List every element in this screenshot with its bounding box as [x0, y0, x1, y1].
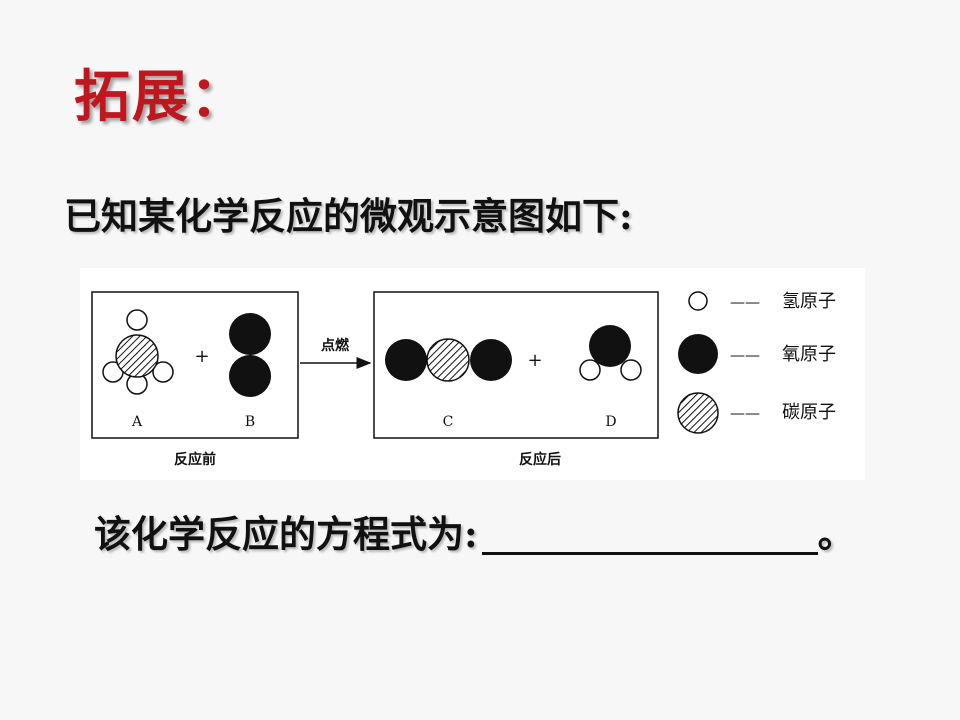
- molecule-a: [102, 309, 174, 395]
- plus-sign-after: +: [527, 350, 542, 371]
- molecule-b: [229, 313, 271, 397]
- oxygen-atom: [229, 313, 271, 355]
- reaction-diagram-svg: A + B 反应前 点燃 C + D 反应后: [80, 268, 865, 480]
- oxygen-atom: [385, 339, 427, 381]
- carbon-atom: [115, 334, 159, 378]
- intro-text: 已知某化学反应的微观示意图如下:: [64, 194, 633, 238]
- plus-sign-before: +: [194, 346, 209, 367]
- legend-dash: ——: [730, 404, 760, 422]
- slide-title: 拓展：: [74, 64, 248, 130]
- legend-dash: ——: [730, 293, 760, 311]
- molecule-d-label: D: [605, 414, 616, 430]
- oxygen-atom: [470, 339, 512, 381]
- question-line: 该化学反应的方程式为: 。: [94, 504, 855, 558]
- molecule-d: [579, 325, 642, 381]
- question-prompt: 该化学反应的方程式为:: [94, 512, 478, 556]
- molecule-c: [385, 338, 512, 382]
- after-label: 反应后: [519, 451, 561, 468]
- legend-oxygen-icon: [678, 334, 718, 374]
- legend-hydrogen-icon: [688, 291, 708, 311]
- carbon-atom: [426, 338, 470, 382]
- molecule-b-label: B: [245, 414, 255, 430]
- reaction-diagram: A + B 反应前 点燃 C + D 反应后: [80, 268, 865, 480]
- hydrogen-atom: [126, 309, 148, 331]
- oxygen-atom: [229, 355, 271, 397]
- hydrogen-atom: [579, 359, 601, 381]
- legend: —— 氢原子 —— 氧原子 —— 碳原子: [677, 291, 836, 434]
- legend-carbon-label: 碳原子: [782, 402, 836, 423]
- arrow-condition-label: 点燃: [321, 337, 350, 354]
- legend-oxygen-label: 氧原子: [782, 344, 836, 365]
- oxygen-atom: [589, 325, 631, 367]
- legend-carbon-icon: [677, 392, 719, 434]
- legend-dash: ——: [730, 346, 760, 364]
- legend-hydrogen-label: 氢原子: [782, 291, 836, 312]
- hydrogen-atom: [620, 359, 642, 381]
- hydrogen-atom: [152, 361, 174, 383]
- answer-blank[interactable]: [481, 516, 818, 555]
- molecule-a-label: A: [131, 414, 143, 430]
- question-end-mark: 。: [817, 512, 855, 556]
- molecule-c-label: C: [443, 414, 454, 430]
- before-label: 反应前: [174, 451, 216, 468]
